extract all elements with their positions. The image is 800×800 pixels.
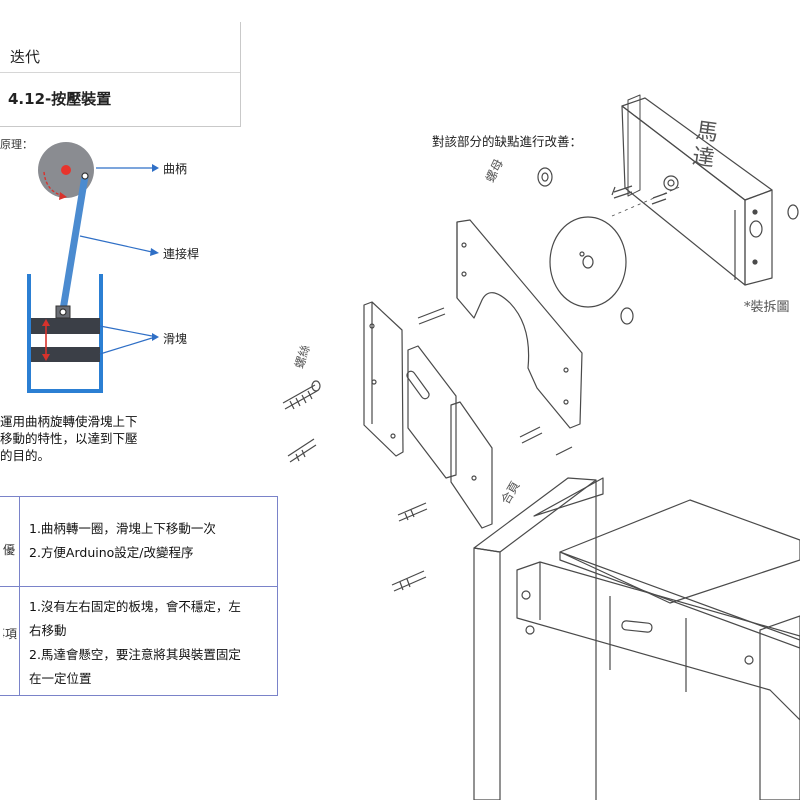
list-item: 1.曲柄轉一圈，滑塊上下移動一次 — [29, 521, 216, 536]
exploded-view-label: *裝拆圖 — [744, 300, 790, 315]
crank-center-dot — [61, 165, 71, 175]
description-line: 的目的。 — [0, 448, 51, 463]
evaluation-table: 優 注意事項 1.曲柄轉一圈，滑塊上下移動一次 2.方便Arduino設定/改變… — [0, 496, 278, 696]
advantages-cell: 1.曲柄轉一圈，滑塊上下移動一次 2.方便Arduino設定/改變程序 — [29, 517, 275, 565]
notes-cell: 1.沒有左右固定的板塊，會不穩定，左 右移動 2.馬達會懸空，要注意將其與裝置固… — [29, 595, 275, 691]
mounting-plate — [456, 219, 583, 429]
description-line: 移動的特性，以達到下壓 — [0, 431, 138, 446]
support-frame — [473, 477, 800, 800]
slider-plates — [406, 345, 493, 529]
motor-box — [621, 94, 773, 286]
label-crank: 曲柄 — [163, 162, 188, 176]
row-label-notes: 注意事項 — [3, 627, 17, 641]
exploded-sketch — [282, 94, 800, 800]
crank-disc-sketch — [549, 216, 627, 308]
list-item: 在一定位置 — [29, 671, 92, 686]
list-item: 2.馬達會懸空，要注意將其與裝置固定 — [29, 647, 241, 662]
motion-arrow-icon — [42, 319, 50, 361]
slider-block-top — [31, 318, 100, 334]
screw-icons — [282, 307, 573, 592]
label-slider: 滑塊 — [163, 332, 188, 346]
description-line: 運用曲柄旋轉使滑塊上下 — [0, 414, 138, 429]
chapter-title: 迭代 — [10, 48, 41, 66]
improvement-note: 對該部分的缺點進行改善： — [432, 134, 583, 149]
section-title: 4.12-按壓裝置 — [8, 90, 112, 108]
slider-block-bottom — [31, 347, 100, 362]
principle-description: 運用曲柄旋轉使滑塊上下 移動的特性，以達到下壓 的目的。 — [0, 413, 138, 464]
callout-lines — [79, 164, 159, 355]
list-item: 2.方便Arduino設定/改變程序 — [29, 545, 194, 560]
side-plate — [363, 301, 404, 457]
crank-slider-diagram — [27, 142, 159, 393]
slider-container — [27, 274, 103, 393]
nut-icons — [537, 167, 799, 325]
list-item: 右移動 — [29, 623, 67, 638]
row-label-advantages: 優 — [3, 543, 16, 557]
label-connecting-rod: 連接桿 — [163, 247, 200, 261]
title-box — [0, 22, 241, 127]
connecting-rod — [59, 172, 89, 314]
principle-label: 原理： — [0, 138, 33, 151]
list-item: 1.沒有左右固定的板塊，會不穩定，左 — [29, 599, 241, 614]
